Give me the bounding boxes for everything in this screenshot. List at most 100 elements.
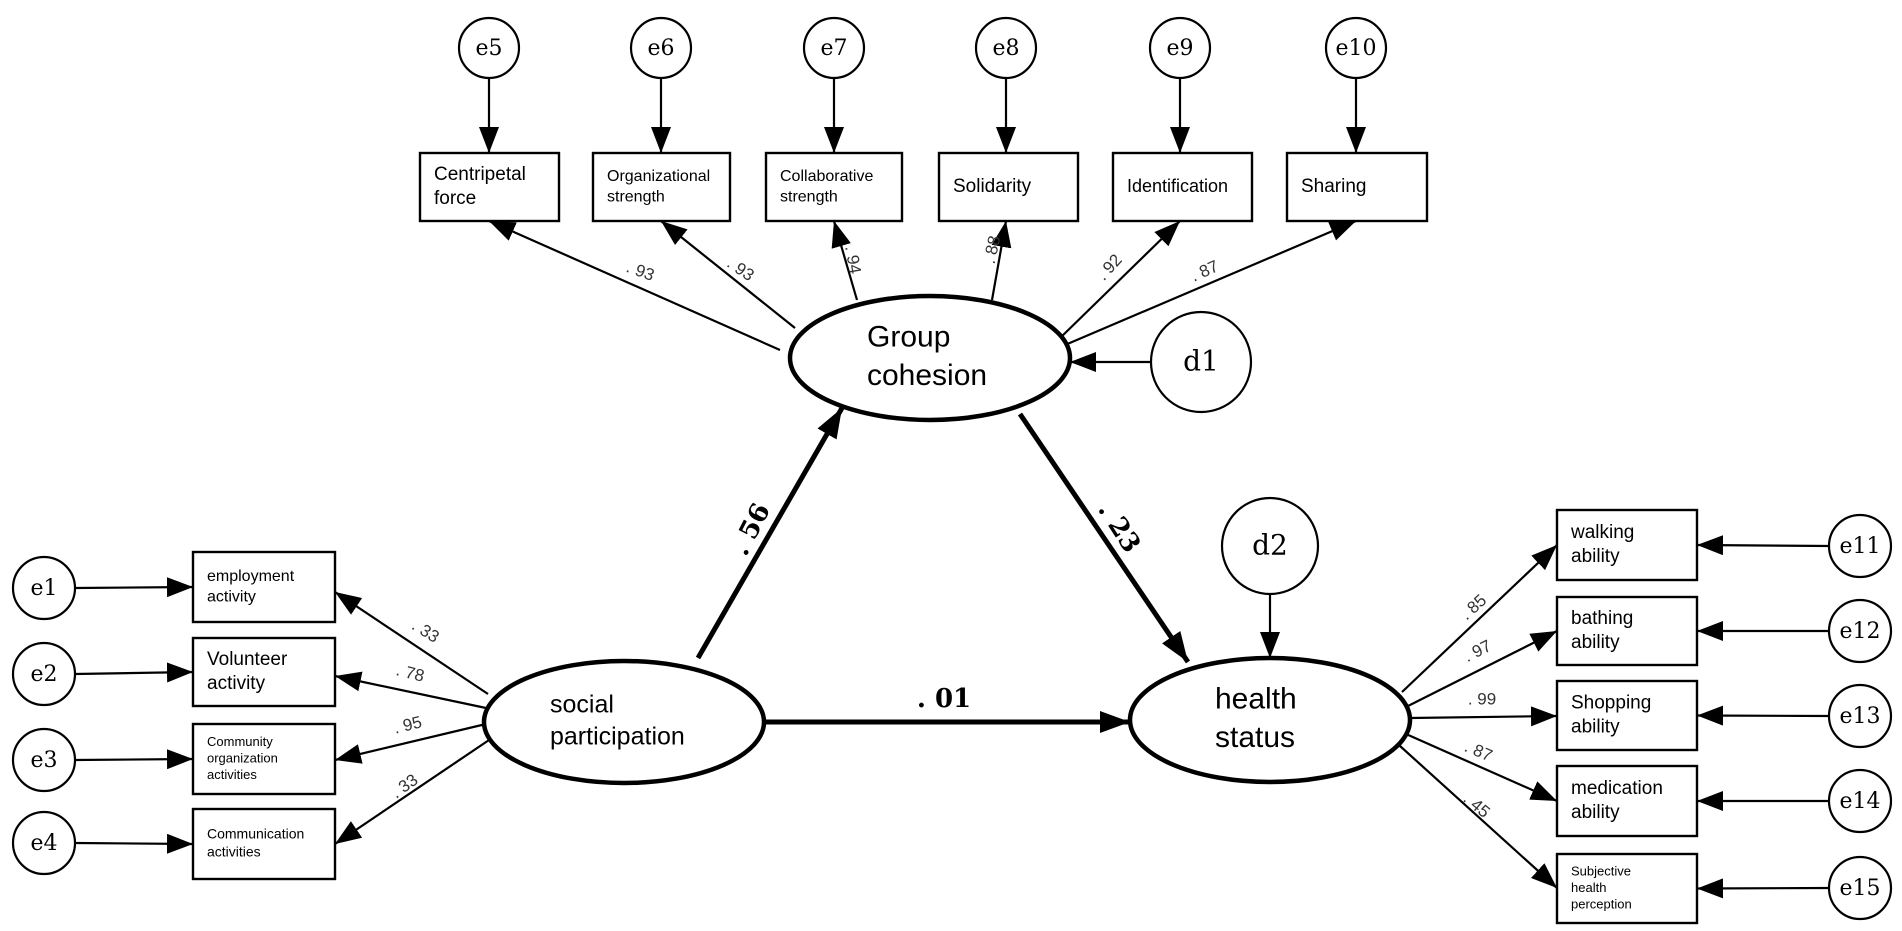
indicator-solidarity-rect <box>937 151 1080 223</box>
indicator-organizational-strength-label-line-2: strength <box>607 188 665 205</box>
error-circle-e1 <box>11 555 77 621</box>
latent-ellipse-health-status <box>1127 655 1413 785</box>
indicator-communication-activities-label-line-1: Communication <box>207 826 304 842</box>
latent-label-social-participation-line-1: social <box>550 691 614 719</box>
error-label-e8: e8 <box>992 36 1019 61</box>
error-label-e7: e7 <box>820 36 847 61</box>
error-circle-e12 <box>1827 598 1893 664</box>
indicator-employment-activity-label-line-2: activity <box>207 588 256 605</box>
loading-subjective-health-perception: . 45 <box>1460 789 1494 822</box>
error-e2: e2 <box>11 641 77 707</box>
error-e4: e4 <box>11 810 77 876</box>
error-circle-e13 <box>1827 683 1893 749</box>
indicator-shopping-ability: Shopping ability <box>1555 679 1699 752</box>
indicator-walking-ability-label-line-1: walking <box>1570 522 1634 543</box>
indicator-walking-ability-rect <box>1555 508 1699 582</box>
loading-bathing-ability: . 97 <box>1461 636 1495 666</box>
error-circle-d2 <box>1220 496 1320 596</box>
indicator-volunteer-activity-label-line-2: activity <box>207 673 266 694</box>
loading-path-community-organization-activities <box>334 722 487 764</box>
indicator-community-organization-activities-label-line-1: Community <box>207 734 273 749</box>
indicator-centripetal-force-label-line-2: force <box>434 188 476 209</box>
error-circle-e5 <box>457 16 521 80</box>
indicator-community-organization-activities-label-line-3: activities <box>207 767 257 782</box>
coefficient-participation-to-health: . 01 <box>917 684 971 714</box>
error-circle-e8 <box>974 16 1038 80</box>
indicator-collaborative-strength-label-line-2: strength <box>780 188 838 205</box>
error-path-e1 <box>74 577 194 598</box>
indicator-identification-rect <box>1111 151 1254 223</box>
indicator-volunteer-activity-rect <box>191 636 337 708</box>
indicator-identification: Identification <box>1111 151 1254 223</box>
error-label-e5: e5 <box>475 36 502 61</box>
error-label-e10: e10 <box>1335 36 1376 61</box>
error-e11: e11 <box>1827 513 1893 579</box>
error-label-d1: d1 <box>1183 345 1219 378</box>
indicator-shopping-ability-rect <box>1555 679 1699 752</box>
loading-community-organization-activities: . 95 <box>392 712 424 737</box>
indicator-sharing: Sharing <box>1285 151 1429 223</box>
latent-label-health-status-line-1: health <box>1215 683 1297 716</box>
indicator-subjective-health-perception-label-line-3: perception <box>1571 897 1632 912</box>
path-cohesion-to-health <box>1017 412 1191 664</box>
error-circle-e6 <box>629 16 693 80</box>
error-d2: d2 <box>1220 496 1320 596</box>
error-path-e13 <box>1696 705 1830 726</box>
error-e13: e13 <box>1827 683 1893 749</box>
error-circle-e14 <box>1827 768 1893 834</box>
error-e3: e3 <box>11 727 77 793</box>
error-label-e6: e6 <box>647 36 674 61</box>
indicator-community-organization-activities-label-line-2: organization <box>207 750 278 765</box>
indicator-shopping-ability-label-line-2: ability <box>1571 717 1620 738</box>
error-e7: e7 <box>802 16 866 80</box>
indicator-volunteer-activity-label-line-1: Volunteer <box>207 649 288 670</box>
indicator-bathing-ability-label-line-2: ability <box>1571 632 1620 653</box>
indicator-community-organization-activities-rect <box>191 722 337 796</box>
loading-shopping-ability: . 99 <box>1468 689 1496 708</box>
error-circle-e3 <box>11 727 77 793</box>
latent-label-group-cohesion-line-2: cohesion <box>867 359 987 392</box>
loading-path-centripetal-force <box>488 219 781 352</box>
indicator-communication-activities-rect <box>191 807 337 881</box>
loading-walking-ability: . 85 <box>1456 591 1490 624</box>
loading-path-bathing-ability <box>1405 630 1558 708</box>
indicator-centripetal-force-rect <box>418 151 561 223</box>
loading-centripetal-force: . 93 <box>624 257 657 285</box>
loading-collaborative-strength: . 94 <box>841 244 865 275</box>
coefficient-participation-to-cohesion: . 56 <box>725 499 776 561</box>
indicator-sharing-label-line-1: Sharing <box>1301 176 1367 197</box>
latent-label-health-status-line-2: status <box>1215 721 1295 754</box>
error-circle-e7 <box>802 16 866 80</box>
error-e12: e12 <box>1827 598 1893 664</box>
error-label-e4: e4 <box>30 831 57 856</box>
loading-path-walking-ability <box>1401 544 1558 693</box>
error-path-e2 <box>74 662 194 683</box>
error-path-e15 <box>1696 878 1830 899</box>
indicator-collaborative-strength-rect <box>764 151 904 223</box>
loading-solidarity: . 88 <box>980 234 1004 266</box>
error-circle-e9 <box>1148 16 1212 80</box>
error-label-e9: e9 <box>1166 36 1193 61</box>
indicator-shopping-ability-label-line-1: Shopping <box>1571 692 1651 713</box>
loading-path-sharing <box>1057 219 1357 350</box>
indicator-sharing-rect <box>1285 151 1429 223</box>
indicator-identification-label-line-1: Identification <box>1127 176 1228 196</box>
loading-path-volunteer-activity <box>334 671 487 710</box>
loading-path-communication-activities <box>334 737 493 845</box>
error-e14: e14 <box>1827 768 1893 834</box>
loading-communication-activities: . 33 <box>387 770 421 802</box>
indicator-solidarity: Solidarity <box>937 151 1080 223</box>
path-participation-to-cohesion <box>695 406 845 660</box>
indicator-subjective-health-perception-label-line-1: Subjective <box>1571 863 1631 878</box>
loading-employment-activity: . 33 <box>408 616 442 647</box>
loading-volunteer-activity: . 78 <box>394 660 426 685</box>
